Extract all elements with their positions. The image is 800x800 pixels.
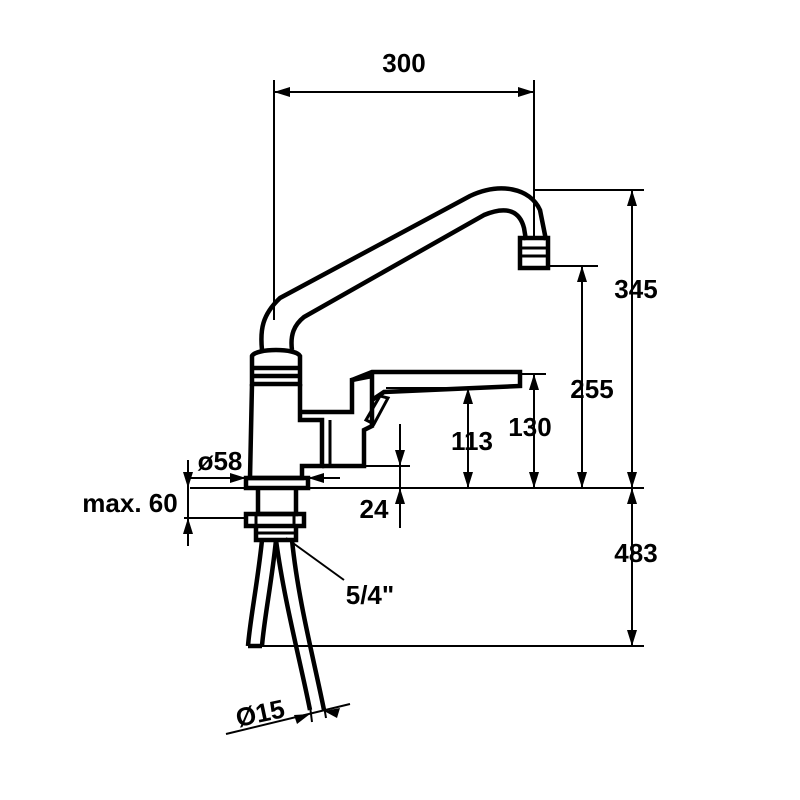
base-plate	[243, 475, 311, 491]
spout-outlet	[517, 235, 551, 271]
dimension-base-diameter: ø58	[190, 446, 340, 483]
dimension-label-113: 113	[451, 426, 493, 456]
hose-right	[273, 539, 313, 711]
dimension-label-483: 483	[614, 538, 657, 568]
dimension-base-height: 24	[360, 424, 410, 528]
lever-handle	[351, 369, 523, 402]
dimension-label-58: ø58	[198, 446, 243, 476]
dimension-lever-bottom: 113	[386, 387, 493, 488]
lever-housing	[300, 373, 375, 469]
dimension-label-300: 300	[382, 48, 425, 78]
faucet-outline	[243, 186, 551, 711]
dimension-spout-reach: 300	[273, 48, 535, 320]
dimension-label-130: 130	[508, 412, 551, 442]
dimension-label-255: 255	[570, 374, 613, 404]
dimension-max-thickness: max. 60	[82, 460, 193, 546]
lever-stem	[363, 394, 391, 426]
dimension-lever-top: 130	[508, 373, 552, 488]
dimension-label-15: Ø15	[233, 693, 287, 733]
dimension-hose-length: 483	[262, 488, 658, 647]
dimension-hose-diameter: Ø15	[225, 693, 351, 735]
dimension-label-5-4: 5/4"	[346, 580, 394, 610]
swivel-collar	[249, 347, 303, 387]
dimension-label-345: 345	[614, 274, 657, 304]
hose-left	[245, 539, 265, 647]
dimension-label-24: 24	[360, 494, 389, 524]
hose-right-outer	[289, 539, 327, 711]
dimension-label-max-60: max. 60	[82, 488, 177, 518]
faucet-body	[247, 383, 325, 481]
dimension-outlet-height: 255	[548, 265, 614, 488]
lock-nut	[243, 511, 307, 529]
spout-arm	[259, 186, 549, 351]
label-connection-thread: 5/4"	[285, 537, 394, 610]
spout-arm-inner	[289, 208, 529, 351]
hose-left-outer	[259, 539, 279, 647]
threaded-shank	[255, 488, 299, 517]
dimension-total-height: 345	[534, 189, 658, 488]
